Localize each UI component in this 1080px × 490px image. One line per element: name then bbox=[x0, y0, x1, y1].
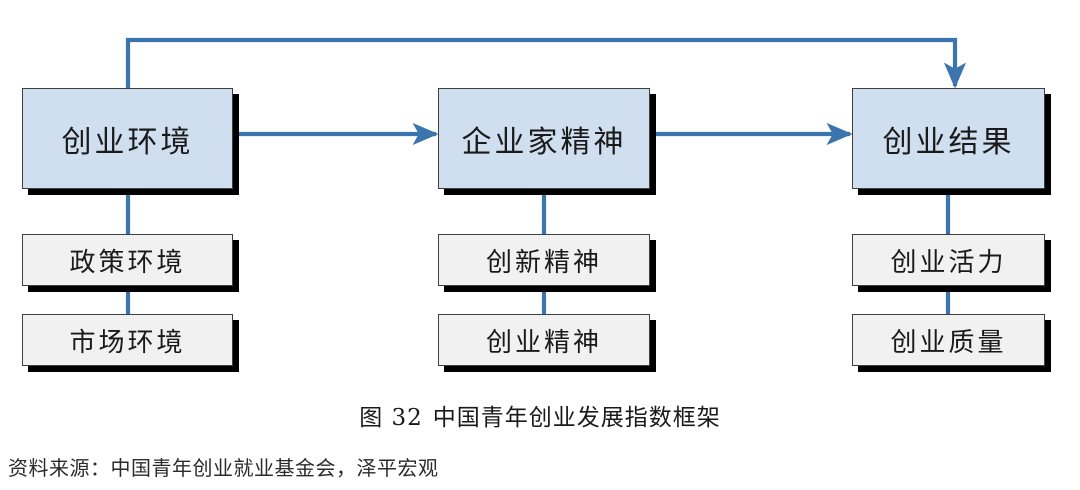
node-primary-entrepreneurship[interactable]: 企业家精神 bbox=[438, 88, 650, 189]
connector-env-to-result-feedback bbox=[125, 37, 967, 89]
figure-number: 图 32 bbox=[359, 405, 423, 431]
figure-title: 中国青年创业发展指数框架 bbox=[432, 405, 721, 431]
node-primary-environment[interactable]: 创业环境 bbox=[22, 88, 233, 189]
node-sub-entrepreneurial-quality[interactable]: 创业质量 bbox=[852, 314, 1045, 366]
node-sub-policy-environment[interactable]: 政策环境 bbox=[22, 234, 233, 286]
node-sub-innovation-spirit[interactable]: 创新精神 bbox=[438, 234, 650, 286]
node-primary-outcome[interactable]: 创业结果 bbox=[852, 88, 1045, 189]
figure-source: 资料来源：中国青年创业就业基金会，泽平宏观 bbox=[8, 456, 439, 480]
node-sub-entrepreneurial-spirit[interactable]: 创业精神 bbox=[438, 314, 650, 366]
node-sub-market-environment[interactable]: 市场环境 bbox=[22, 314, 233, 366]
figure-caption: 图 32 中国青年创业发展指数框架 bbox=[0, 398, 1080, 432]
node-sub-entrepreneurial-vitality[interactable]: 创业活力 bbox=[852, 234, 1045, 286]
